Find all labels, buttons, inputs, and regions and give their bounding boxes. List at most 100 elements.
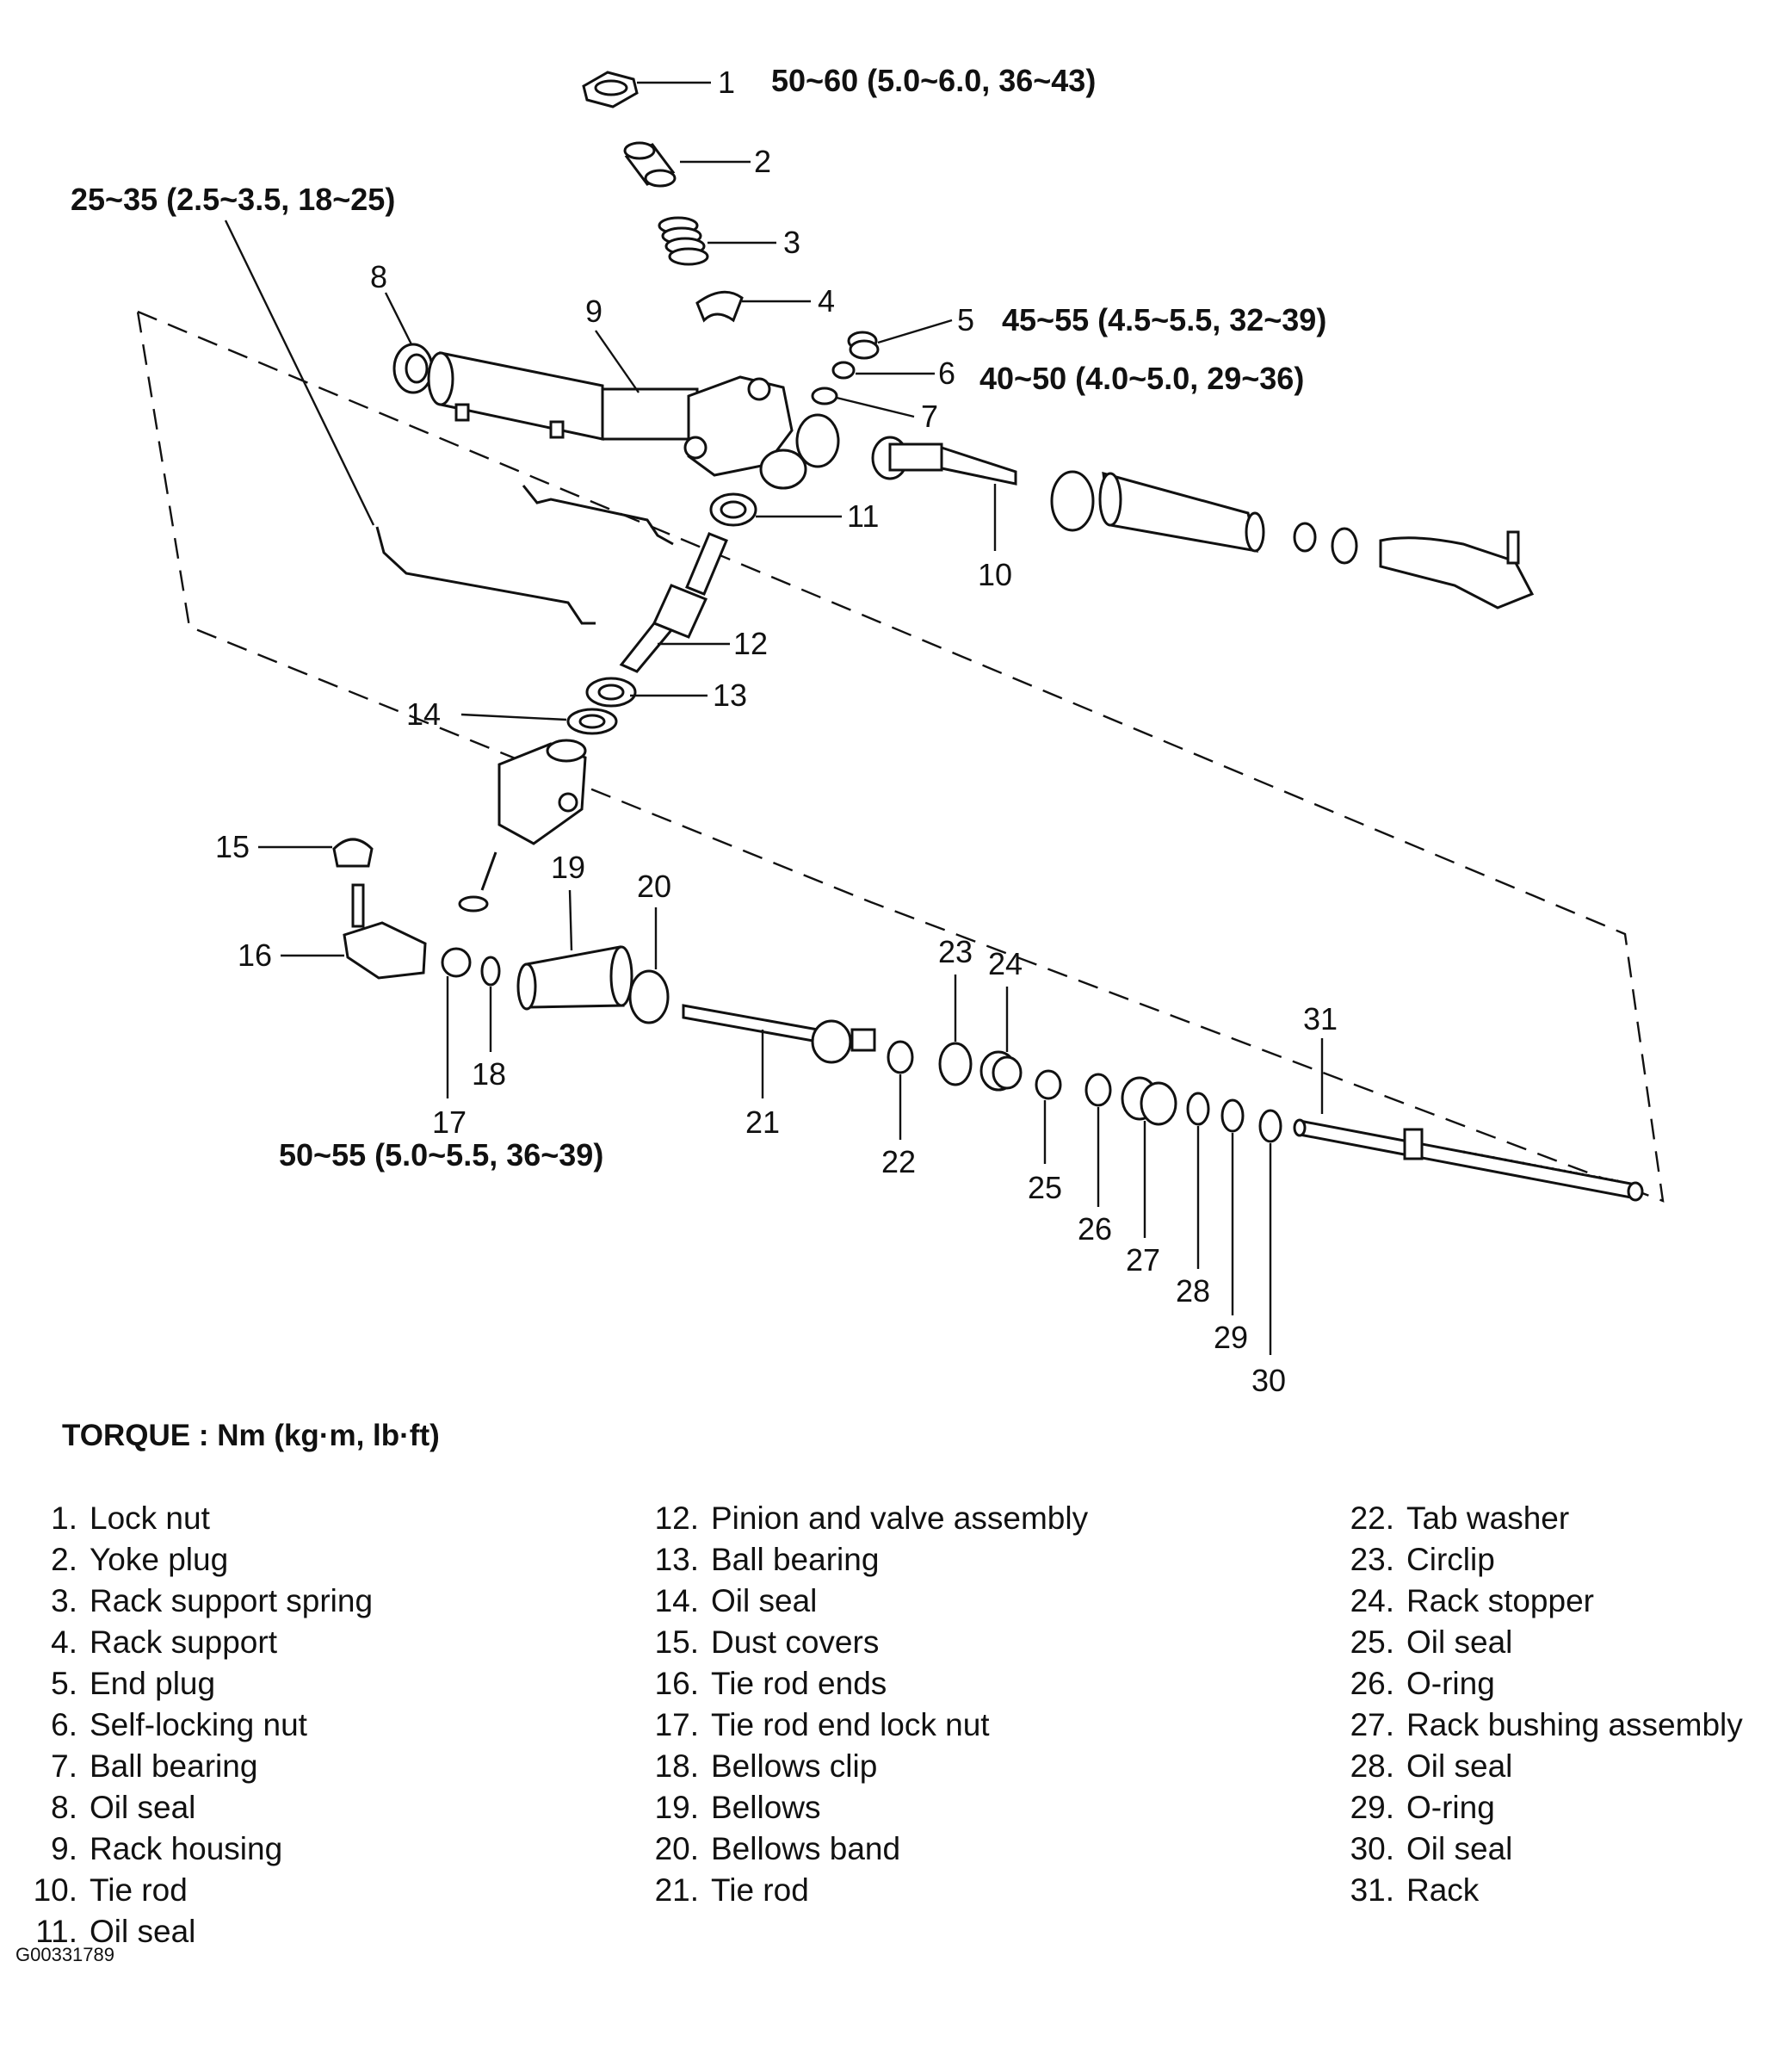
rack-support-spring-part — [658, 216, 709, 266]
callout-10: 10 — [978, 557, 1012, 592]
torque-callout-17: 50~55 (5.0~5.5, 36~39) — [279, 1137, 603, 1172]
legend-label: Bellows clip — [711, 1748, 878, 1784]
self-locking-nut-part — [831, 361, 856, 380]
legend-number: 21. — [654, 1872, 699, 1908]
legend-item: 6.Self-locking nut — [24, 1705, 373, 1746]
legend-label: Rack stopper — [1406, 1583, 1594, 1618]
callout-4: 4 — [818, 283, 835, 319]
legend-item: 29.O-ring — [1332, 1787, 1743, 1828]
callout-11: 11 — [847, 498, 879, 534]
legend-item: 5.End plug — [24, 1663, 373, 1705]
circlip-part — [938, 1042, 973, 1086]
callout-27: 27 — [1126, 1242, 1160, 1278]
rack-stopper-part — [979, 1050, 1023, 1092]
legend-item: 28.Oil seal — [1332, 1746, 1743, 1787]
assembly-outline — [136, 310, 1665, 1203]
legend-label: Pinion and valve assembly — [711, 1500, 1089, 1536]
legend-label: Bellows — [711, 1790, 821, 1825]
ball-bearing-13-part — [585, 677, 637, 708]
legend-item: 10. Tie rod — [24, 1870, 373, 1911]
callout-2: 2 — [754, 144, 771, 179]
legend-item: 23.Circlip — [1332, 1539, 1743, 1581]
legend-item: 12.Pinion and valve assembly — [637, 1498, 1089, 1539]
legend-number: 10. — [33, 1872, 77, 1908]
torque-heading: TORQUE : Nm (kg·m, lb·ft) — [62, 1419, 440, 1452]
dust-cover-part — [332, 838, 374, 868]
legend-label: Yoke plug — [90, 1542, 229, 1577]
oil-seal-14-part — [566, 708, 618, 735]
legend-label: Rack support — [90, 1624, 277, 1660]
tie-rod-end-lock-nut-part — [441, 947, 472, 978]
valve-housing-part — [458, 739, 587, 913]
bellows-clip-part — [480, 956, 501, 987]
legend-label: Rack — [1406, 1872, 1480, 1908]
callout-19: 19 — [551, 850, 585, 885]
legend-label: Oil seal — [90, 1914, 196, 1949]
legend-number: 2. — [51, 1542, 77, 1577]
tie-rod-10-part — [871, 436, 1017, 486]
legend-label: Tie rod — [90, 1872, 188, 1908]
legend-item: 4. Rack support — [24, 1622, 373, 1663]
callout-25: 25 — [1028, 1170, 1062, 1205]
legend-number: 31. — [1350, 1872, 1394, 1908]
legend-label: Tie rod end lock nut — [711, 1707, 990, 1742]
oil-seal-25-part — [1035, 1069, 1062, 1100]
ball-bearing-part — [811, 387, 838, 405]
torque-callout-5: 45~55 (4.5~5.5, 32~39) — [1002, 302, 1326, 337]
legend-item: 19.Bellows — [637, 1787, 1088, 1828]
tie-rod-end-upper-part — [1379, 530, 1535, 609]
torque-callout-1: 50~60 (5.0~6.0, 36~43) — [771, 63, 1096, 98]
tie-rod-end-16-part — [343, 883, 427, 980]
legend-number: 6. — [51, 1707, 77, 1742]
legend-label: Lock nut — [90, 1500, 210, 1536]
legend-item: 2. Yoke plug — [24, 1539, 373, 1581]
legend-number: 3. — [51, 1583, 77, 1618]
legend-number: 13. — [654, 1542, 699, 1577]
legend-label: Tab washer — [1406, 1500, 1570, 1536]
bellows-band-upper-part — [1050, 470, 1095, 532]
callout-26: 26 — [1078, 1211, 1112, 1247]
legend-number: 24. — [1350, 1583, 1394, 1618]
callout-1: 1 — [718, 65, 735, 100]
callout-17: 17 — [432, 1104, 467, 1140]
legend-label: Tie rod — [711, 1872, 809, 1908]
legend-label: Oil seal — [90, 1790, 196, 1825]
torque-callout-6: 40~50 (4.0~5.0, 29~36) — [979, 361, 1304, 396]
legend-label: Oil seal — [711, 1583, 818, 1618]
legend-number: 22. — [1350, 1500, 1394, 1536]
legend-number: 27. — [1350, 1707, 1394, 1742]
legend-item: 9. Rack housing — [24, 1828, 373, 1870]
legend-number: 17. — [654, 1707, 699, 1742]
callout-23: 23 — [938, 934, 973, 969]
legend-number: 29. — [1350, 1790, 1394, 1825]
callout-30: 30 — [1251, 1363, 1286, 1398]
callout-numbers: 1 2 3 4 5 6 7 8 9 10 11 12 13 14 15 16 1… — [215, 65, 1338, 1398]
callout-15: 15 — [215, 829, 250, 864]
legend-label: Rack housing — [90, 1831, 283, 1866]
callout-14: 14 — [406, 696, 441, 732]
callout-18: 18 — [472, 1056, 506, 1092]
callout-9: 9 — [585, 294, 602, 329]
legend-label: End plug — [90, 1666, 216, 1701]
callout-24: 24 — [988, 946, 1023, 981]
legend-column-3: 22. Tab washer 23.Circlip 24. Rack stopper… — [1332, 1498, 1743, 1911]
callout-20: 20 — [637, 869, 671, 904]
callout-12: 12 — [733, 626, 768, 661]
callout-29: 29 — [1214, 1320, 1248, 1355]
legend-number: 16. — [654, 1666, 699, 1701]
legend-number: 4. — [51, 1624, 77, 1660]
legend-item: 26.O-ring — [1332, 1663, 1743, 1705]
legend-item: 15.Dust covers — [637, 1622, 1088, 1663]
legend-number: 7. — [51, 1748, 77, 1784]
legend-item: 17. Tie rod end lock nut — [637, 1705, 1088, 1746]
legend-item: 3.Rack support spring — [24, 1581, 373, 1622]
pressure-lines-part — [375, 485, 674, 625]
legend-label: Oil seal — [1406, 1831, 1513, 1866]
legend-label: Oil seal — [1406, 1748, 1513, 1784]
oil-seal-28-part — [1186, 1092, 1210, 1126]
legend-number: 9. — [51, 1831, 77, 1866]
legend-label: Rack bushing assembly — [1406, 1707, 1743, 1742]
oil-seal-30-part — [1258, 1109, 1282, 1143]
legend-item: 31. Rack — [1332, 1870, 1743, 1911]
oil-seal-8-part — [392, 343, 434, 394]
